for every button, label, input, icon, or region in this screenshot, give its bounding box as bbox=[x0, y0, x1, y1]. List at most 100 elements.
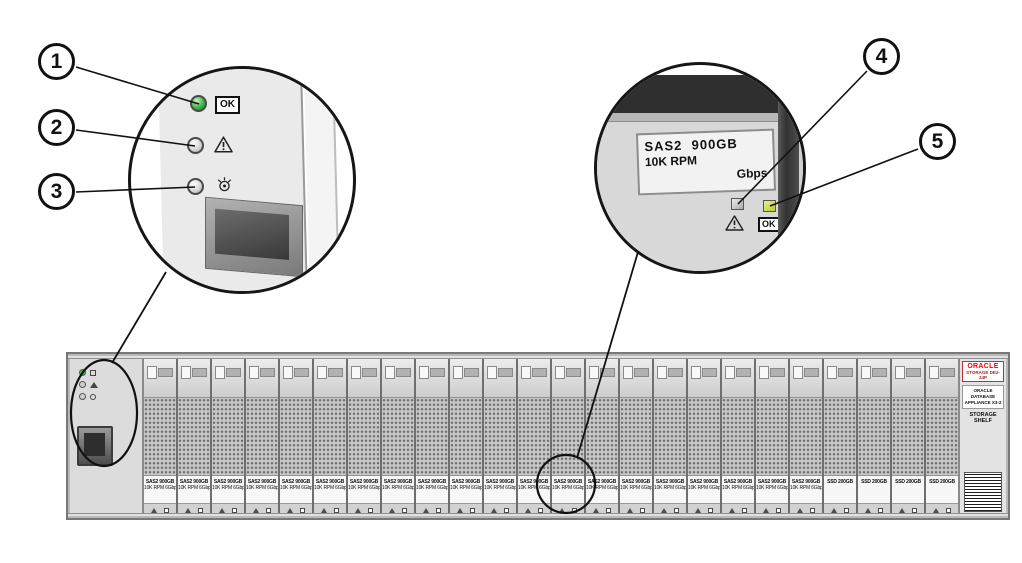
drive-perforation bbox=[722, 398, 754, 476]
cap-warning-triangle-icon bbox=[90, 381, 98, 388]
drive-latch bbox=[314, 356, 346, 398]
drive-led-row bbox=[926, 503, 958, 516]
drive-slot-opening bbox=[597, 75, 789, 113]
drive-led-row bbox=[688, 503, 720, 516]
callout-2: 2 bbox=[38, 109, 75, 146]
drive-fault-icon bbox=[491, 507, 497, 513]
drive-latch bbox=[144, 356, 176, 398]
drive-led-row bbox=[314, 503, 346, 516]
locate-icon bbox=[216, 176, 233, 193]
cap-ok-icon bbox=[90, 369, 96, 376]
drive-fault-icon bbox=[321, 507, 327, 513]
drive-fault-icon bbox=[559, 507, 565, 513]
drive-fault-icon bbox=[797, 507, 803, 513]
drive-perforation bbox=[858, 398, 890, 476]
drive-ok-label: OK bbox=[758, 217, 780, 232]
drive-22: SSD 200GB bbox=[858, 356, 890, 516]
drive-fault-icon bbox=[627, 507, 633, 513]
drive-led-row bbox=[790, 503, 822, 516]
cap-ok-led-row bbox=[79, 369, 142, 376]
model-label: STORAGE DE2-24P bbox=[966, 370, 1000, 380]
drive-ok-icon bbox=[640, 507, 645, 513]
drive-fault-icon bbox=[185, 507, 191, 513]
system-label: ORACLE DATABASE APPLIANCE X3-2 bbox=[962, 385, 1004, 410]
drive-latch bbox=[450, 356, 482, 398]
drive-ok-led bbox=[763, 200, 776, 212]
cap-fault-led bbox=[79, 381, 86, 388]
drive-perforation bbox=[926, 398, 958, 476]
drive-latch bbox=[484, 356, 516, 398]
left-end-cap-handle bbox=[77, 426, 113, 466]
drive-led-row bbox=[484, 503, 516, 516]
drive-fault-icon bbox=[933, 507, 939, 513]
locate-led bbox=[187, 178, 204, 195]
drive-fault-icon bbox=[661, 507, 667, 513]
drive-perforation bbox=[586, 398, 618, 476]
drive-fault-icon bbox=[253, 507, 259, 513]
drive-ok-icon bbox=[470, 507, 475, 513]
drive-ok-icon bbox=[572, 507, 577, 513]
drive-ok-icon bbox=[300, 507, 305, 513]
drive-latch bbox=[790, 356, 822, 398]
drive-perforation bbox=[348, 398, 380, 476]
drive-led-row bbox=[144, 503, 176, 516]
drive-24: SSD 200GB bbox=[926, 356, 958, 516]
drive-slot-lip bbox=[597, 113, 789, 122]
drive-ok-icon bbox=[334, 507, 339, 513]
drive-led-row bbox=[858, 503, 890, 516]
drive-ok-icon bbox=[538, 507, 543, 513]
drive-bezel-edge bbox=[778, 65, 799, 271]
drive-latch bbox=[654, 356, 686, 398]
drive-latch bbox=[586, 356, 618, 398]
drive-perforation bbox=[382, 398, 414, 476]
drive-fault-icon bbox=[593, 507, 599, 513]
drive-ok-icon bbox=[436, 507, 441, 513]
drive-perforation bbox=[484, 398, 516, 476]
drive-latch bbox=[280, 356, 312, 398]
callout-5: 5 bbox=[919, 123, 956, 160]
drive-ok-icon bbox=[674, 507, 679, 513]
drive-ok-icon bbox=[232, 507, 237, 513]
drive-led-row bbox=[382, 503, 414, 516]
drive-label: SSD 200GB bbox=[824, 476, 856, 503]
drive-latch bbox=[348, 356, 380, 398]
drive-perforation bbox=[178, 398, 210, 476]
oracle-logo: ORACLE bbox=[967, 363, 999, 370]
drive-fault-icon bbox=[287, 507, 293, 513]
drive-latch bbox=[722, 356, 754, 398]
drive-latch bbox=[620, 356, 652, 398]
cap-locate-led-row bbox=[79, 393, 142, 400]
drive-perforation bbox=[824, 398, 856, 476]
callout-1: 1 bbox=[38, 43, 75, 80]
drive-ok-icon bbox=[606, 507, 611, 513]
cap-ok-led bbox=[79, 369, 86, 376]
drive-fault-icon bbox=[695, 507, 701, 513]
drive-led-row bbox=[824, 503, 856, 516]
drive-led-row bbox=[620, 503, 652, 516]
drive-ok-icon bbox=[878, 507, 883, 513]
drive-led-row bbox=[348, 503, 380, 516]
drive-fault-icon bbox=[423, 507, 429, 513]
